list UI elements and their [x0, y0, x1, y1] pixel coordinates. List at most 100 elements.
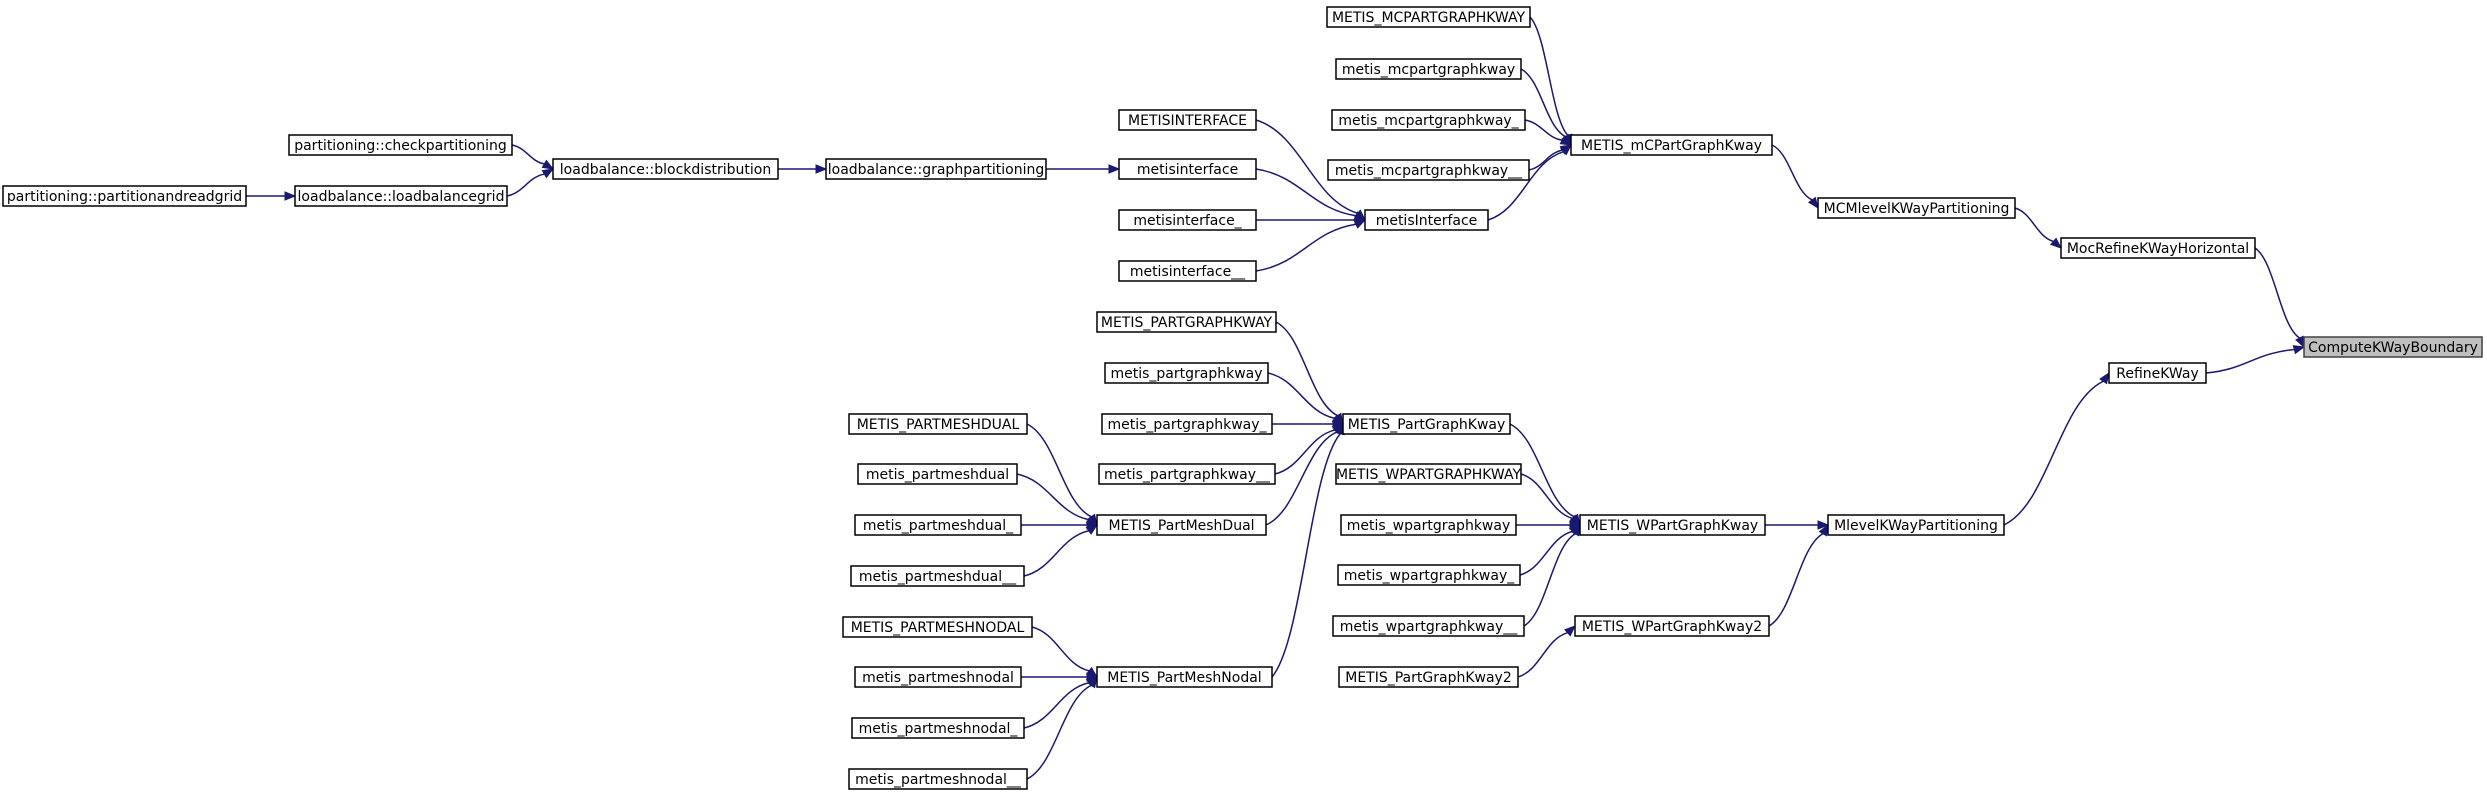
edge-metis-partmeshnodal-to-metis-partmeshnodal [1021, 672, 1099, 682]
node-label: METIS_PARTMESHDUAL [857, 417, 1020, 433]
node-box [1332, 615, 1525, 637]
edge-arrowhead [541, 159, 555, 170]
node-box [552, 158, 779, 180]
edge-metis-partmeshdual-to-metis-partmeshdual [1016, 473, 1099, 526]
node-box [2, 185, 247, 207]
node-label: metisInterface [1376, 213, 1478, 229]
edge-metisinterface-to-metisinterface [1255, 219, 1367, 272]
node-box [1327, 159, 1530, 181]
node-metis-mcpartgraphkway[interactable]: metis_mcpartgraphkway__ [1327, 159, 1530, 181]
node-box [1337, 564, 1521, 586]
edge-partitionandreadgrid-to-loadbalancegrid [246, 191, 297, 201]
node-partitionandreadgrid[interactable]: partitioning::partitionandreadgrid [2, 185, 247, 207]
node-metis-partmeshnodal[interactable]: metis_partmeshnodal [854, 666, 1022, 688]
node-mocrefinekwayhorizontal[interactable]: MocRefineKWayHorizontal [2060, 237, 2256, 259]
edge-layer [246, 16, 2306, 780]
node-graphpartitioning[interactable]: loadbalance::graphpartitioning [825, 158, 1047, 180]
node-metis-wpartgraphkway[interactable]: metis_wpartgraphkway_ [1337, 564, 1521, 586]
edge-line [1267, 372, 1335, 420]
node-computekwayboundary[interactable]: ComputeKWayBoundary [2303, 336, 2483, 358]
node-label: metis_mcpartgraphkway_ [1338, 113, 1519, 129]
node-metis-wpartgraphkway[interactable]: METIS_WPARTGRAPHKWAY [1335, 463, 1522, 485]
edge-metis-mcpartgraphkway-to-metis-mcpartgraphkway [1529, 16, 1573, 147]
node-label: METIS_MCPARTGRAPHKWAY [1332, 10, 1526, 26]
node-blockdistribution[interactable]: loadbalance::blockdistribution [552, 158, 779, 180]
node-mcmlevelkwaypartitioning[interactable]: MCMlevelKWayPartitioning [1817, 197, 2016, 219]
node-label: metis_partmeshnodal_ [859, 721, 1019, 737]
node-metis-partmeshdual[interactable]: metis_partmeshdual__ [850, 565, 1025, 587]
edge-line [1529, 16, 1569, 136]
edge-arrowhead [2049, 237, 2063, 249]
node-metisinterface[interactable]: metisinterface__ [1118, 260, 1257, 282]
edge-metis-mcpartgraphkway-to-metis-mcpartgraphkway [1520, 68, 1572, 147]
edge-line [2003, 380, 2104, 526]
node-label: RefineKWay [2116, 366, 2199, 382]
node-metisinterface[interactable]: metisInterface [1364, 209, 1489, 231]
node-metis-wpartgraphkway[interactable]: METIS_WPartGraphKway [1579, 514, 1766, 536]
node-box [854, 666, 1022, 688]
edge-metis-partmeshdual-to-metis-partmeshdual [1023, 524, 1099, 577]
edge-metis-wpartgraphkway-to-mlevelkwaypartitioning [1765, 520, 1830, 530]
node-metisinterface[interactable]: metisinterface [1118, 158, 1257, 180]
node-metis-wpartgraphkway[interactable]: metis_wpartgraphkway [1340, 514, 1517, 536]
node-metisinterface[interactable]: METISINTERFACE [1118, 109, 1257, 131]
node-metis-wpartgraphkway[interactable]: metis_wpartgraphkway__ [1332, 615, 1525, 637]
node-box [1817, 197, 2016, 219]
edge-arrowhead [1564, 625, 1577, 637]
node-box [1326, 6, 1531, 28]
node-box [1104, 362, 1269, 384]
node-metis-partgraphkway2[interactable]: METIS_PartGraphKway2 [1338, 666, 1519, 688]
node-box [1579, 514, 1766, 536]
node-metis-partgraphkway[interactable]: metis_partgraphkway__ [1098, 463, 1276, 485]
node-box [857, 463, 1018, 485]
edge-metis-partmeshnodal-to-metis-partgraphkway [1271, 422, 1345, 678]
node-box [1331, 109, 1526, 131]
node-metis-wpartgraphkway2[interactable]: METIS_WPartGraphKway2 [1574, 615, 1770, 637]
node-metis-mcpartgraphkway[interactable]: METIS_mCPartGraphKway [1570, 134, 1773, 156]
node-label: MocRefineKWayHorizontal [2067, 241, 2249, 257]
node-metisinterface[interactable]: metisinterface_ [1118, 209, 1257, 231]
edge-blockdistribution-to-graphpartitioning [777, 164, 828, 174]
node-metis-partmeshdual[interactable]: METIS_PartMeshDual [1096, 514, 1267, 536]
node-box [1118, 109, 1257, 131]
node-metis-mcpartgraphkway[interactable]: metis_mcpartgraphkway_ [1331, 109, 1526, 131]
edge-line [1274, 429, 1336, 475]
node-label: loadbalance::graphpartitioning [828, 162, 1045, 178]
node-label: metis_partgraphkway_ [1107, 417, 1267, 433]
edge-line [2014, 207, 2054, 243]
node-label: metis_partmeshnodal__ [855, 772, 1022, 788]
node-metis-partmeshnodal[interactable]: metis_partmeshnodal__ [848, 768, 1028, 790]
node-metis-partmeshnodal[interactable]: METIS_PARTMESHNODAL [842, 616, 1033, 638]
node-metis-partgraphkway[interactable]: metis_partgraphkway_ [1101, 413, 1273, 435]
node-metis-partmeshdual[interactable]: METIS_PARTMESHDUAL [848, 413, 1028, 435]
edge-arrowhead [1085, 524, 1099, 535]
edge-line [1520, 68, 1566, 138]
node-refinekway[interactable]: RefineKWay [2108, 362, 2207, 384]
node-metis-partmeshdual[interactable]: metis_partmeshdual_ [854, 514, 1022, 536]
node-box [1118, 209, 1257, 231]
node-loadbalancegrid[interactable]: loadbalance::loadbalancegrid [294, 185, 508, 207]
node-metis-mcpartgraphkway[interactable]: METIS_MCPARTGRAPHKWAY [1326, 6, 1531, 28]
node-metis-partmeshnodal[interactable]: metis_partmeshnodal_ [851, 717, 1025, 739]
node-metis-partgraphkway[interactable]: metis_partgraphkway [1104, 362, 1269, 384]
node-metis-partgraphkway[interactable]: METIS_PartGraphKway [1342, 413, 1511, 435]
node-checkpartitioning[interactable]: partitioning::checkpartitioning [288, 134, 513, 156]
node-label: metis_partmeshnodal [862, 670, 1014, 686]
node-mlevelkwaypartitioning[interactable]: MlevelKWayPartitioning [1827, 514, 2005, 536]
node-metis-mcpartgraphkway[interactable]: metis_mcpartgraphkway [1335, 58, 1522, 80]
node-metis-partmeshdual[interactable]: metis_partmeshdual [857, 463, 1018, 485]
node-box [1340, 514, 1517, 536]
node-box [1098, 463, 1276, 485]
node-metis-partgraphkway[interactable]: METIS_PARTGRAPHKWAY [1096, 311, 1277, 333]
edge-arrowhead [541, 168, 555, 179]
node-label: METIS_PartMeshNodal [1107, 670, 1261, 686]
node-metis-partmeshnodal[interactable]: METIS_PartMeshNodal [1096, 666, 1273, 688]
node-label: METISINTERFACE [1128, 113, 1247, 129]
edge-line [1523, 533, 1576, 627]
edge-line [1768, 532, 1824, 627]
edge-line [1265, 431, 1338, 526]
node-label: metis_wpartgraphkway_ [1344, 568, 1515, 584]
edge-metis-partmeshnodal-to-metis-partmeshnodal [1031, 626, 1099, 678]
edge-line [1528, 149, 1563, 171]
edge-line [1520, 473, 1573, 520]
